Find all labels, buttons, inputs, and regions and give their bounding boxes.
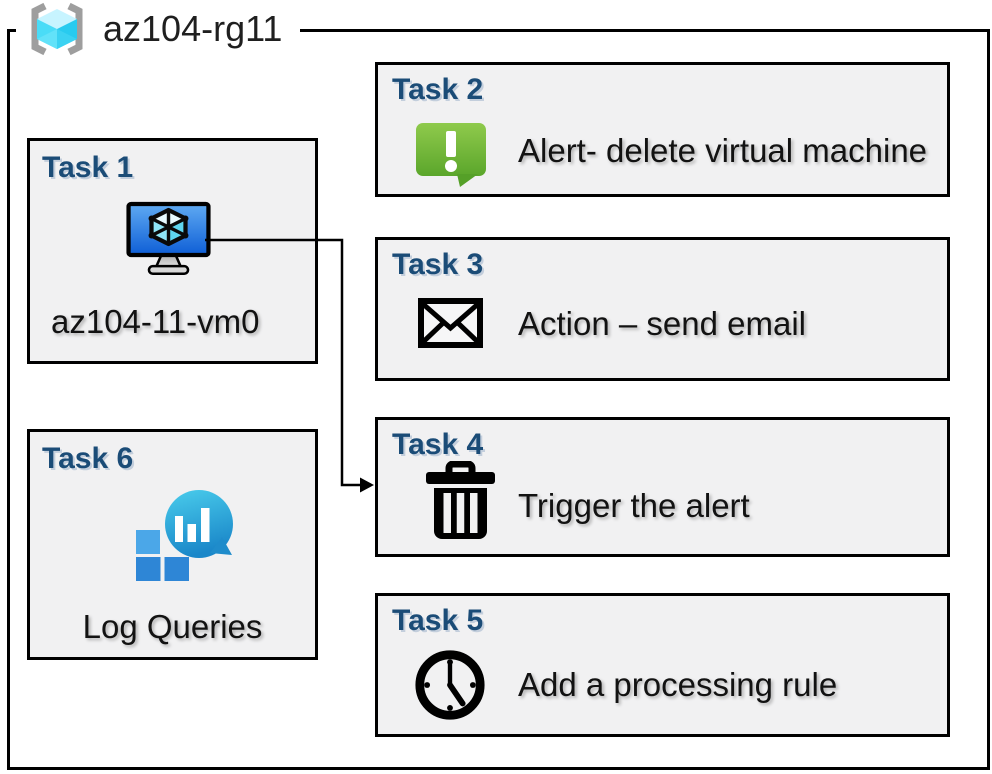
task-box-3: Task 3 Action – send email (375, 237, 950, 381)
task1-label: az104-11-vm0 (51, 303, 260, 340)
task2-label: Alert- delete virtual machine (518, 132, 928, 169)
task-box-4: Task 4 Trigger the alert (375, 417, 950, 557)
virtual-machine-icon (126, 201, 211, 276)
task3-title: Task 3 (392, 248, 484, 281)
task5-title: Task 5 (392, 604, 484, 637)
log-analytics-icon (136, 490, 233, 581)
task-box-2: Task 2 Alert- delete virtual machine (375, 62, 950, 197)
task1-title: Task 1 (42, 151, 134, 184)
resource-group-title: az104-rg11 (103, 8, 283, 49)
resource-group-border (7, 29, 990, 770)
task4-title: Task 4 (392, 428, 484, 461)
alert-message-icon (416, 123, 486, 187)
task6-title: Task 6 (42, 442, 134, 475)
task-box-6: Task 6 Log Queries (27, 429, 318, 660)
resource-group-header: az104-rg11 (16, 0, 301, 58)
trash-icon (426, 461, 495, 539)
task5-label: Add a processing rule (518, 666, 838, 703)
task3-label: Action – send email (518, 305, 806, 342)
task4-label: Trigger the alert (518, 487, 750, 524)
task-box-1: Task 1 az104-11-vm0 (27, 138, 318, 364)
task2-title: Task 2 (392, 73, 484, 106)
task6-label: Log Queries (82, 608, 263, 645)
email-envelope-icon (418, 298, 483, 348)
resource-group-icon (31, 2, 83, 56)
task-box-5: Task 5 Add a processing rule (375, 593, 950, 737)
clock-icon (415, 650, 485, 720)
